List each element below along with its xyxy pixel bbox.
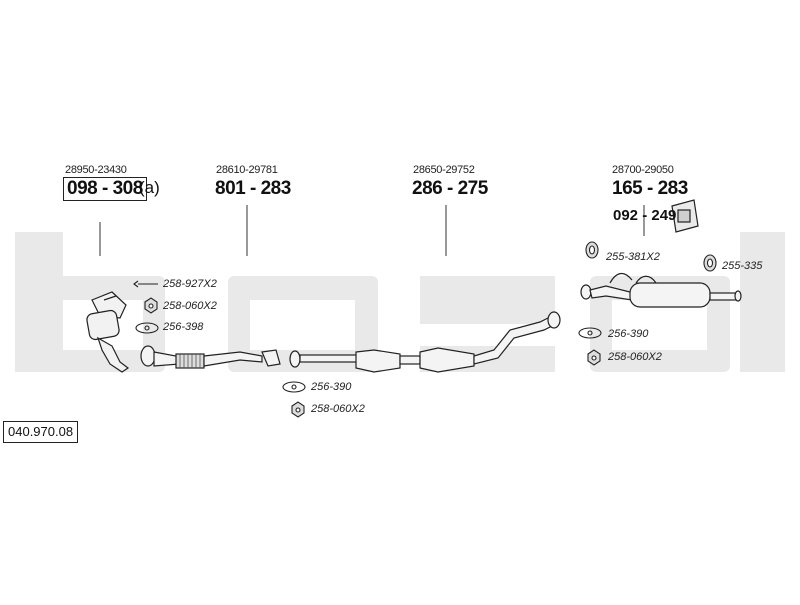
leader-lines xyxy=(99,205,645,256)
accessory-label: 258-927X2 xyxy=(163,278,217,290)
nut-icon xyxy=(144,297,158,314)
part-number[interactable]: 098 - 308 xyxy=(63,177,147,201)
rubber-ring-icon xyxy=(585,241,599,259)
part-number[interactable]: 801 - 283 xyxy=(215,178,291,199)
accessory-icons xyxy=(133,241,717,418)
mount-part-number[interactable]: 092 - 249 xyxy=(613,207,677,224)
accessory-label: 255-335 xyxy=(722,260,763,272)
nut-icon xyxy=(587,349,601,366)
catalytic-converter-icon xyxy=(86,291,130,373)
part-suffix: (a) xyxy=(139,178,160,197)
part-number[interactable]: 286 - 275 xyxy=(412,178,488,199)
accessory-label: 256-398 xyxy=(163,321,204,333)
oem-number: 28700-29050 xyxy=(612,164,674,176)
oem-number: 28650-29752 xyxy=(413,164,475,176)
rubber-ring-icon xyxy=(703,254,717,272)
accessory-label: 256-390 xyxy=(311,381,352,393)
center-pipe-icon xyxy=(289,311,561,373)
mounting-rubber-icon xyxy=(671,199,699,233)
oem-number: 28610-29781 xyxy=(216,164,278,176)
gasket-icon xyxy=(578,327,602,339)
accessory-label: 258-060X2 xyxy=(608,351,662,363)
gasket-icon xyxy=(135,322,159,334)
rear-muffler-icon xyxy=(580,273,742,308)
part-number[interactable]: 165 - 283 xyxy=(612,178,688,199)
nut-icon xyxy=(291,401,305,418)
accessory-label: 255-381X2 xyxy=(606,251,660,263)
bolt-icon xyxy=(133,280,158,288)
accessory-label: 258-060X2 xyxy=(311,403,365,415)
accessory-label: 258-060X2 xyxy=(163,300,217,312)
diagram-code: 040.970.08 xyxy=(3,421,79,443)
accessory-label: 256-390 xyxy=(608,328,649,340)
front-pipe-icon xyxy=(140,345,281,369)
oem-number: 28950-23430 xyxy=(65,164,127,176)
gasket-icon xyxy=(282,381,306,393)
